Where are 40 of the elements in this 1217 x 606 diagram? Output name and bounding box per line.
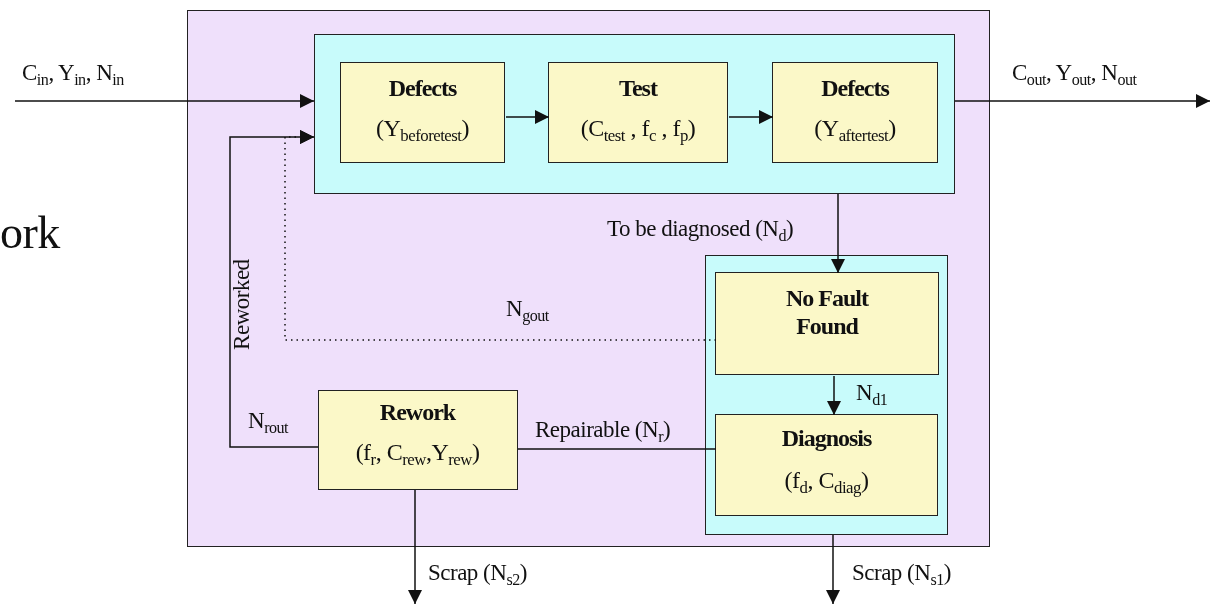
box-parameters: (Y$_{beforetest}$) xyxy=(375,115,470,143)
connector-line xyxy=(517,448,717,450)
container-box xyxy=(704,254,948,535)
container-box xyxy=(313,33,955,194)
arrow xyxy=(408,489,422,605)
edge-label: To be diagnosed (N$_{d}$) xyxy=(607,216,794,242)
dotted-arrow xyxy=(284,130,717,341)
process-box xyxy=(317,389,518,490)
edge-label: Scrap (N$_{s2}$) xyxy=(428,560,527,586)
process-box xyxy=(340,62,505,163)
arrow xyxy=(14,94,315,108)
edge-label: N$_{d1}$ xyxy=(856,380,888,406)
edge-label: C$_{in}$, Y$_{in}$, N$_{in}$ xyxy=(22,60,124,86)
box-title: Diagnosis xyxy=(780,425,873,453)
edge-label: N$_{rout}$ xyxy=(248,408,289,434)
process-box xyxy=(715,272,939,375)
vertical-label: Reworked xyxy=(229,258,255,352)
edge-label: Scrap (N$_{s1}$) xyxy=(852,560,951,586)
box-title: No Fault Found xyxy=(785,285,870,341)
box-parameters: (f$_{d}$, C$_{diag}$) xyxy=(783,467,870,495)
box-title: Rework xyxy=(378,398,457,427)
arrow xyxy=(831,193,845,274)
arrow xyxy=(728,110,774,124)
arrow xyxy=(505,110,550,124)
process-box xyxy=(715,414,938,516)
container-box xyxy=(187,10,990,547)
process-box xyxy=(548,62,728,163)
box-parameters: (C$_{test}$ , f$_{c}$ , f$_{p}$) xyxy=(579,115,697,143)
box-title: Defects xyxy=(387,75,458,103)
arrow xyxy=(827,375,841,416)
box-title: Defects xyxy=(820,75,891,103)
edge-label: C$_{out}$, Y$_{out}$, N$_{out}$ xyxy=(1012,60,1137,86)
box-parameters: (f$_{r}$, C$_{rew}$,Y$_{rew}$) xyxy=(354,438,481,467)
box-parameters: (Y$_{aftertest}$) xyxy=(813,115,897,143)
box-title: Test xyxy=(618,75,659,103)
process-box xyxy=(772,62,938,163)
arrow xyxy=(826,534,840,605)
arrow xyxy=(954,94,1211,108)
text-label: ork xyxy=(0,208,60,259)
edge-label: Repairable (N$_{r}$) xyxy=(535,417,671,443)
